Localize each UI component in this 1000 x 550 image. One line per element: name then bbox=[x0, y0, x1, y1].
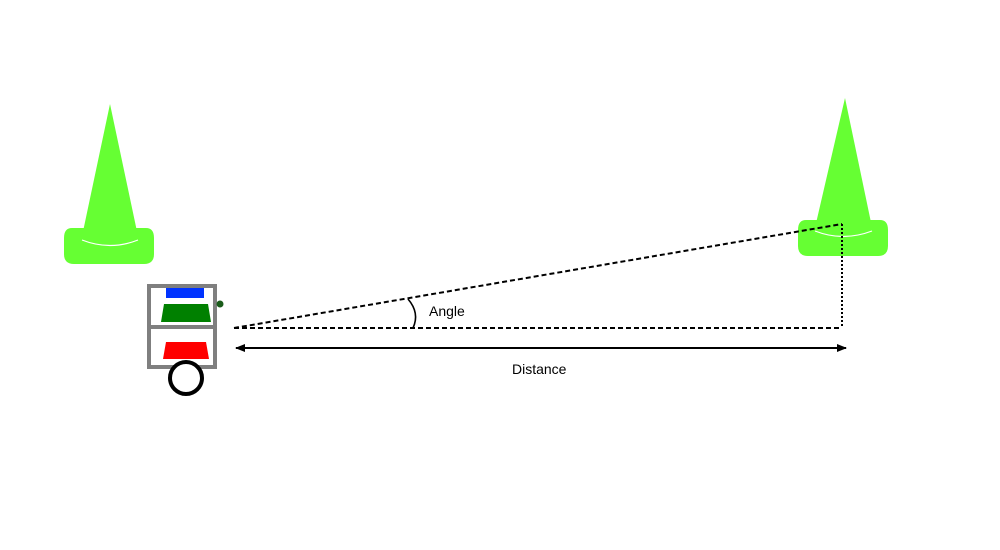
wheel-icon bbox=[168, 360, 204, 396]
robot-bottom-plate bbox=[163, 342, 209, 359]
left-traffic-cone-icon bbox=[64, 104, 154, 264]
robot-icon bbox=[147, 284, 224, 396]
right-cone-highlight bbox=[814, 230, 873, 238]
angle-arc bbox=[407, 298, 417, 329]
sight-line bbox=[233, 223, 843, 329]
distance-label: Distance bbox=[512, 361, 567, 377]
right-cone-body bbox=[814, 98, 873, 238]
robot-top-plate bbox=[166, 288, 204, 298]
angle-label: Angle bbox=[429, 303, 465, 319]
left-cone-body bbox=[81, 104, 139, 247]
robot-sensor bbox=[216, 300, 224, 308]
left-cone-highlight bbox=[81, 239, 139, 247]
robot-middle-plate bbox=[161, 304, 211, 322]
